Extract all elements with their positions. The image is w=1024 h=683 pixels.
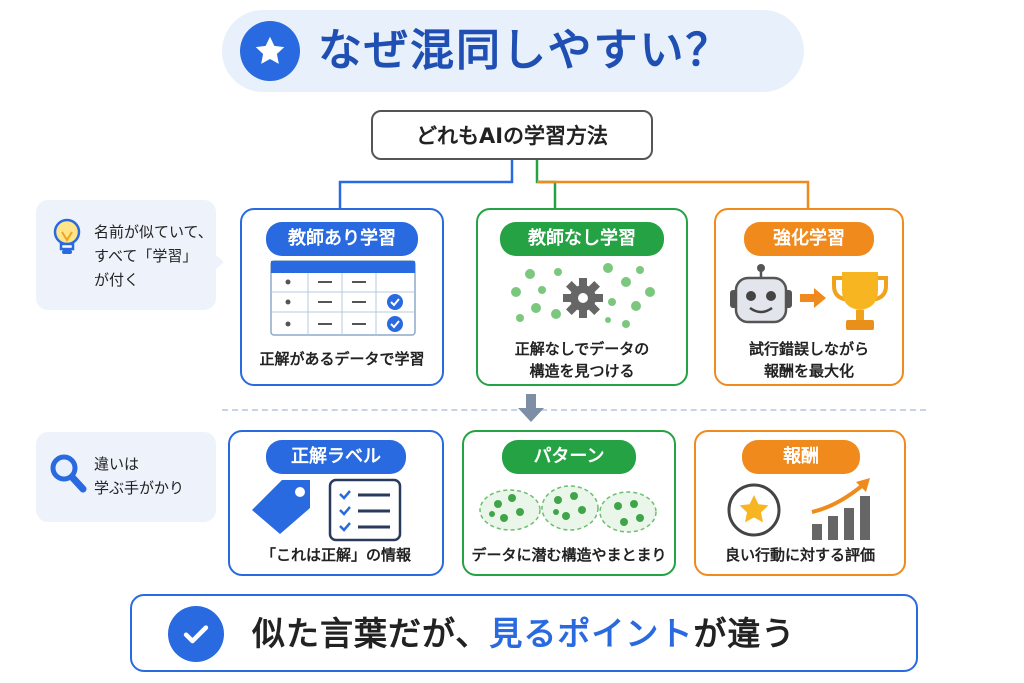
card-unsupervised: 教師なし学習 正解なしでデータの 構造を見つける (476, 208, 688, 386)
page-title: なぜ混同しやすい？ (318, 25, 732, 76)
clusters-icon (478, 482, 660, 542)
check-icon (168, 606, 224, 662)
conclusion-banner (130, 594, 918, 672)
caption-unsupervised: 正解なしでデータの 構造を見つける (514, 340, 650, 380)
caption-supervised: 正解があるデータで学習 (259, 350, 425, 368)
note-naming: 名前が似ていて、 すべて「学習」 が付く (36, 200, 216, 310)
caption-reward: 良い行動に対する評価 (724, 546, 875, 564)
checklist-icon (328, 478, 402, 546)
divider (222, 409, 926, 411)
card-label-clue: 正解ラベル 「これは正解」の情報 (228, 430, 444, 576)
lightbulb-icon (50, 216, 84, 264)
conclusion-pre: 似た言葉だが、 (252, 614, 490, 653)
conclusion-highlight: 見るポイント (489, 614, 694, 653)
conclusion-text: 似た言葉だが、見るポイントが違う (252, 604, 795, 664)
title-banner (222, 10, 804, 92)
card-reinforcement: 強化学習 試行錯誤しながら 報酬を最大化 (714, 208, 904, 386)
card-reward-clue: 報酬 良い行動に対する評価 (694, 430, 906, 576)
arrow-right-icon (800, 288, 826, 312)
growth-chart-icon (808, 476, 878, 546)
tag-icon (246, 478, 316, 544)
star-icon (240, 21, 300, 81)
card-pattern-clue: パターン データに潜む構造やまとまり (462, 430, 676, 576)
medal-icon (726, 482, 782, 542)
card-supervised: 教師あり学習 正解があるデータで学習 (240, 208, 444, 386)
arrow-down-icon (518, 394, 544, 426)
caption-pattern: データに潜む構造やまとまり (471, 546, 667, 564)
note-difference: 違いは 学ぶ手がかり (36, 432, 216, 522)
note-naming-text: 名前が似ていて、 すべて「学習」 が付く (94, 223, 213, 289)
label-correct-label: 正解ラベル (266, 440, 406, 474)
conclusion-post: が違う (693, 614, 796, 653)
root-node: どれもAIの学習方法 (371, 110, 653, 160)
label-supervised: 教師あり学習 (266, 222, 418, 256)
note-difference-text: 違いは 学ぶ手がかり (94, 455, 185, 497)
caption-correct-label: 「これは正解」の情報 (260, 546, 411, 564)
table-icon (270, 260, 416, 340)
label-unsupervised: 教師なし学習 (500, 222, 664, 256)
caption-reinforcement: 試行錯誤しながら 報酬を最大化 (748, 340, 869, 380)
label-reinforcement: 強化学習 (744, 222, 874, 256)
gear-icon (508, 262, 658, 336)
search-icon (48, 452, 88, 498)
label-pattern: パターン (502, 440, 636, 474)
robot-icon (726, 264, 796, 336)
trophy-icon (832, 270, 888, 336)
label-reward: 報酬 (742, 440, 860, 474)
